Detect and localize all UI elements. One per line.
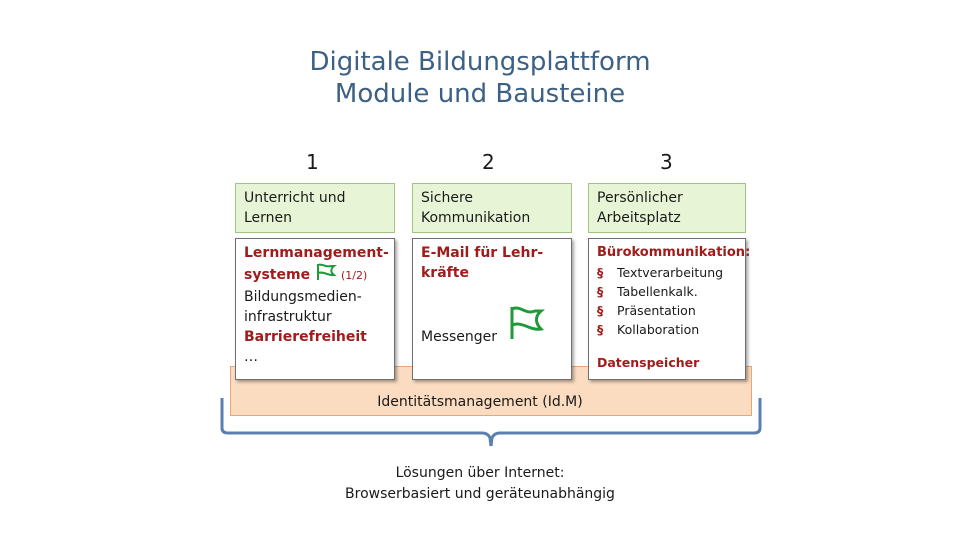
idm-label: Identitätsmanagement (Id.M)	[377, 394, 583, 410]
flag-icon	[315, 263, 337, 287]
column-1-content: Lernmanagement- systeme (1/2) Bildungsme…	[235, 238, 395, 380]
column-3-content: Bürokommunikation: Textverarbeitung Tabe…	[588, 238, 751, 380]
lms-label-1: Lernmanagement-	[244, 245, 389, 261]
title-line-1: Digitale Bildungsplattform	[309, 47, 651, 77]
messenger-label: Messenger	[421, 329, 498, 345]
email-label-2: kräfte	[421, 265, 469, 281]
column-number-3: 3	[660, 150, 673, 174]
media-label-1: Bildungsmedien-	[244, 289, 362, 305]
list-item: Kollaboration	[597, 320, 737, 339]
column-number-1: 1	[306, 150, 319, 174]
column-2-header-line: Kommunikation	[421, 210, 531, 226]
office-bullet-list: Textverarbeitung Tabellenkalk. Präsentat…	[597, 263, 737, 339]
column-3-header-line: Persönlicher	[597, 190, 683, 206]
lms-label-2: systeme	[244, 267, 311, 283]
bottom-caption: Lösungen über Internet: Browserbasiert u…	[0, 463, 960, 505]
media-label-2: infrastruktur	[244, 309, 332, 325]
column-1-header-line: Lernen	[244, 210, 293, 226]
bottom-line-2: Browserbasiert und geräteunabhängig	[345, 486, 615, 502]
accessibility-label: Barrierefreiheit	[244, 329, 367, 345]
column-1-header: Unterricht und Lernen	[235, 183, 395, 233]
email-label-1: E-Mail für Lehr-	[421, 245, 544, 261]
column-2-header-line: Sichere	[421, 190, 474, 206]
lms-note: (1/2)	[340, 269, 368, 282]
column-2-header: Sichere Kommunikation	[412, 183, 572, 233]
list-item: Tabellenkalk.	[597, 282, 737, 301]
column-number-2: 2	[482, 150, 495, 174]
column-1-header-line: Unterricht und	[244, 190, 346, 206]
column-2-content: E-Mail für Lehr- kräfte Messenger	[412, 238, 572, 380]
column-3-header: Persönlicher Arbeitsplatz	[588, 183, 746, 233]
flag-icon	[507, 305, 547, 347]
title-line-2: Module und Bausteine	[334, 79, 626, 109]
column-3-header-line: Arbeitsplatz	[597, 210, 681, 226]
bottom-line-1: Lösungen über Internet:	[395, 465, 565, 481]
office-label: Bürokommunikation:	[597, 245, 751, 260]
title: Digitale Bildungsplattform Module und Ba…	[0, 46, 960, 110]
list-item: Präsentation	[597, 301, 737, 320]
ellipsis: …	[244, 349, 258, 365]
storage-label: Datenspeicher	[597, 355, 700, 370]
list-item: Textverarbeitung	[597, 263, 737, 282]
